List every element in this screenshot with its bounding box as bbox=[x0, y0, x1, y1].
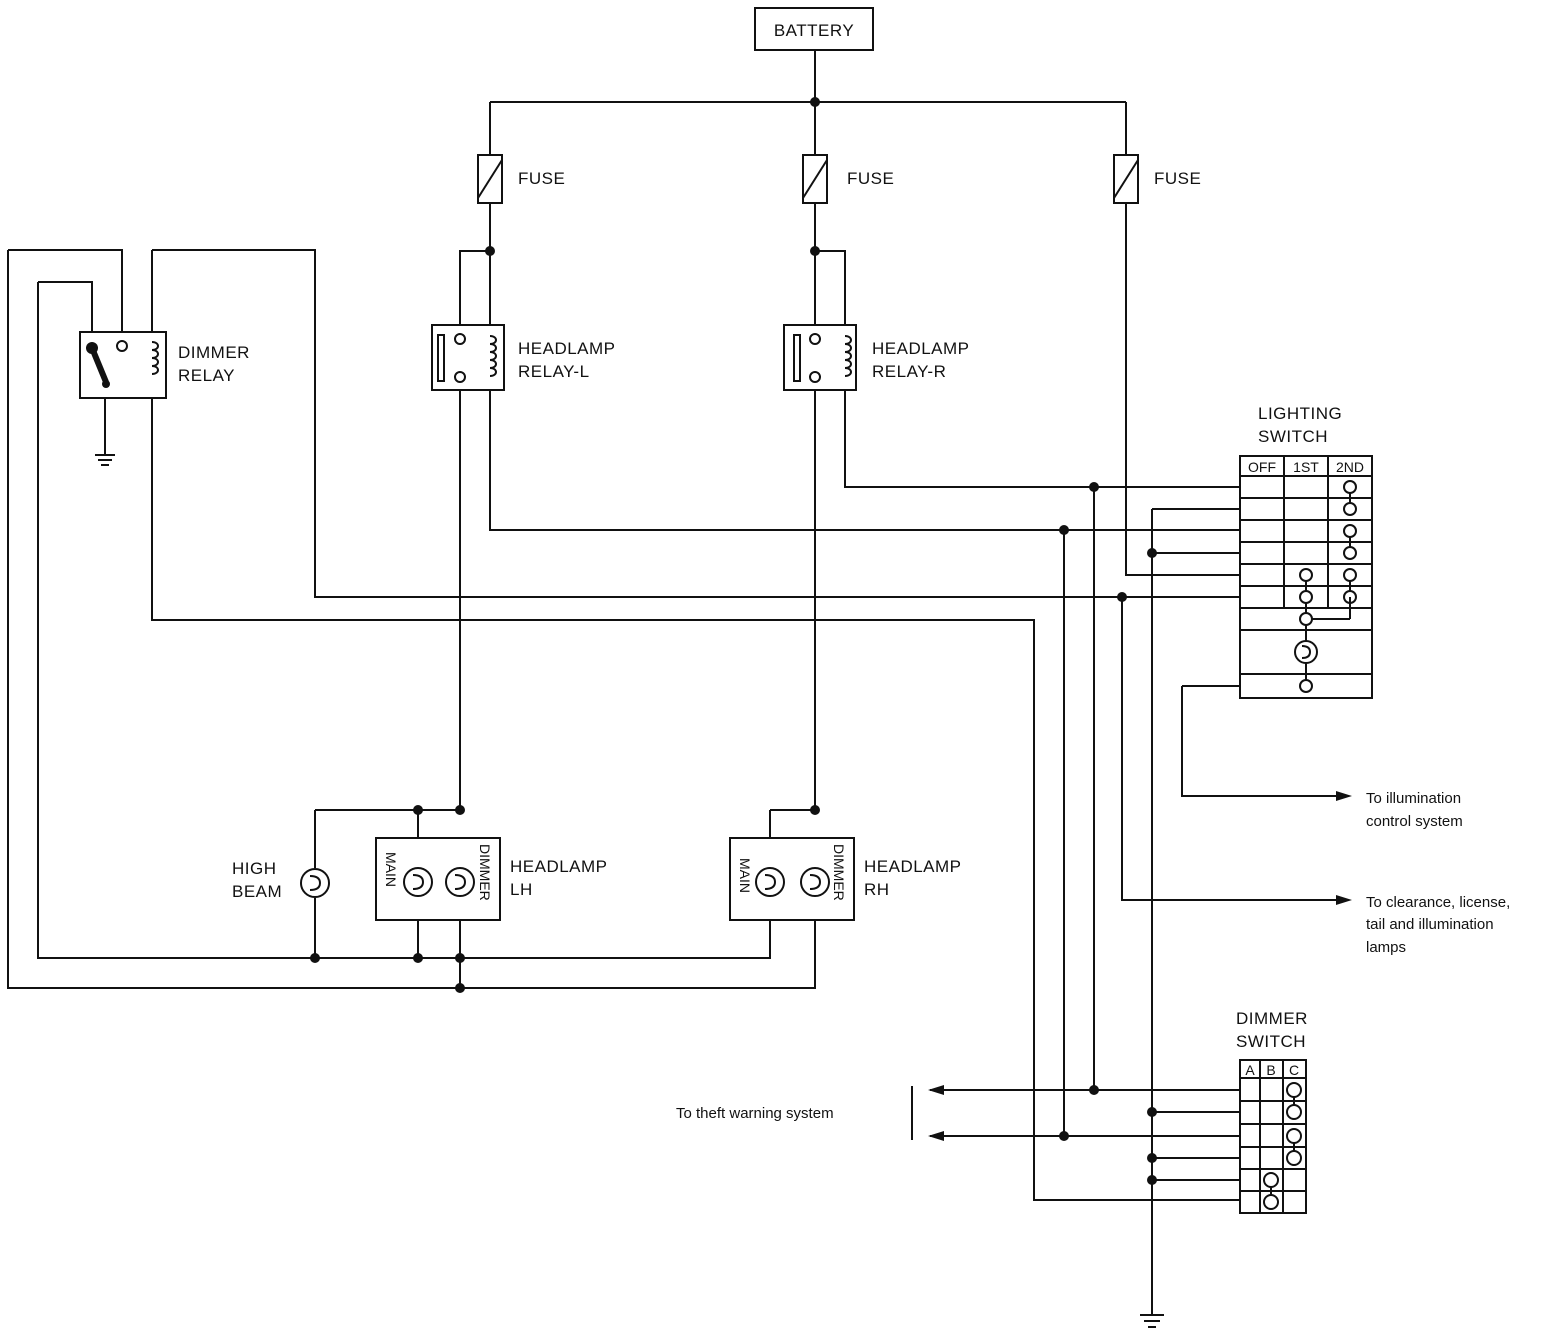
high-beam-label-1: HIGH bbox=[232, 859, 277, 878]
dimmer-switch-c: C bbox=[1289, 1062, 1299, 1078]
lighting-switch-2nd: 2ND bbox=[1336, 459, 1364, 475]
dimmer-switch-b: B bbox=[1266, 1062, 1275, 1078]
illumination-label-2: control system bbox=[1366, 813, 1463, 830]
headlamp-relay-r: HEADLAMP RELAY-R bbox=[783, 324, 970, 391]
headlamp-lh-label-2: LH bbox=[510, 880, 533, 899]
fuse-2-label: FUSE bbox=[847, 169, 894, 188]
dimmer-switch: DIMMER SWITCH A B C bbox=[1236, 1009, 1308, 1214]
lighting-switch-1st: 1ST bbox=[1293, 459, 1319, 475]
dimmer-rh-label: DIMMER bbox=[831, 844, 847, 901]
high-beam-indicator: HIGH BEAM bbox=[232, 859, 330, 901]
arrow-theft-2 bbox=[928, 1131, 944, 1141]
headlamp-rh-label-1: HEADLAMP bbox=[864, 857, 962, 876]
ground-icon bbox=[1140, 1314, 1164, 1328]
fuse-2: FUSE bbox=[802, 154, 894, 204]
fuse-1-label: FUSE bbox=[518, 169, 565, 188]
dimmer-relay-label-2: RELAY bbox=[178, 366, 235, 385]
dimmer-switch-label-1: DIMMER bbox=[1236, 1009, 1308, 1028]
dimmer-switch-a: A bbox=[1245, 1062, 1255, 1078]
clearance-label-2: tail and illumination bbox=[1366, 916, 1494, 933]
arrow-clearance bbox=[1336, 895, 1352, 905]
dimmer-relay: DIMMER RELAY bbox=[79, 331, 250, 399]
headlamp-relay-r-label-1: HEADLAMP bbox=[872, 339, 970, 358]
headlamp-relay-l: HEADLAMP RELAY-L bbox=[431, 324, 616, 391]
headlamp-rh-label-2: RH bbox=[864, 880, 890, 899]
wiring bbox=[7, 50, 1340, 1315]
lighting-switch-off: OFF bbox=[1248, 459, 1276, 475]
clearance-label-1: To clearance, license, bbox=[1366, 894, 1510, 911]
arrow-illumination bbox=[1336, 791, 1352, 801]
arrow-theft-1 bbox=[928, 1085, 944, 1095]
dimmer-switch-label-2: SWITCH bbox=[1236, 1032, 1306, 1051]
fuse-1: FUSE bbox=[477, 154, 565, 204]
lighting-switch-label-1: LIGHTING bbox=[1258, 404, 1342, 423]
fuse-3: FUSE bbox=[1113, 154, 1201, 204]
ground-icon bbox=[95, 454, 115, 466]
headlamp-lh-label-1: HEADLAMP bbox=[510, 857, 608, 876]
fuse-3-label: FUSE bbox=[1154, 169, 1201, 188]
headlamp-relay-r-label-2: RELAY-R bbox=[872, 362, 946, 381]
main-lh-label: MAIN bbox=[383, 852, 399, 887]
headlamp-relay-l-label-2: RELAY-L bbox=[518, 362, 590, 381]
headlamp-lh: MAIN DIMMER HEADLAMP LH bbox=[375, 837, 608, 921]
battery-label: BATTERY bbox=[774, 21, 854, 40]
junction-dots bbox=[310, 97, 1157, 1185]
arrows bbox=[928, 791, 1352, 1141]
lighting-switch-label-2: SWITCH bbox=[1258, 427, 1328, 446]
clearance-label-3: lamps bbox=[1366, 939, 1406, 956]
lighting-switch: LIGHTING SWITCH OFF 1ST 2ND bbox=[1239, 404, 1373, 699]
illumination-label-1: To illumination bbox=[1366, 790, 1461, 807]
headlamp-relay-l-label-1: HEADLAMP bbox=[518, 339, 616, 358]
high-beam-label-2: BEAM bbox=[232, 882, 282, 901]
battery: BATTERY bbox=[754, 7, 874, 51]
headlamp-rh: MAIN DIMMER HEADLAMP RH bbox=[729, 837, 962, 921]
theft-warning-label: To theft warning system bbox=[676, 1105, 834, 1122]
main-rh-label: MAIN bbox=[737, 858, 753, 893]
dimmer-relay-label-1: DIMMER bbox=[178, 343, 250, 362]
dimmer-lh-label: DIMMER bbox=[477, 844, 493, 901]
